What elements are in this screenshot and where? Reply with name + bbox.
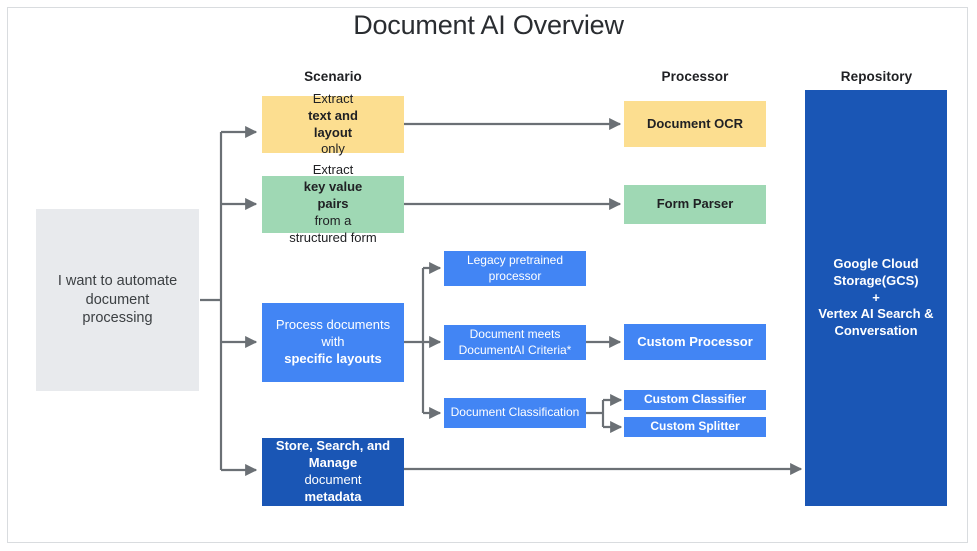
scenario-line-2: pairs from a: [314, 196, 352, 228]
node-line-2: DocumentAI Criteria*: [458, 342, 572, 357]
repository-line-1: Google Cloud: [833, 255, 919, 271]
scenario-line-1: Store, Search, and: [275, 438, 391, 454]
processor-document-ocr[interactable]: Document OCR: [624, 101, 766, 147]
scenario-line-1: Extract text and: [308, 90, 358, 123]
scenario-line-1: Process documents: [275, 317, 391, 333]
repository-line-2: Storage(GCS): [833, 272, 919, 288]
page-title: Document AI Overview: [353, 10, 624, 40]
node-line-1: Document Classification: [450, 405, 580, 420]
column-header-processor: Processor: [661, 69, 729, 84]
processor-form-parser[interactable]: Form Parser: [624, 185, 766, 224]
processor-custom-splitter[interactable]: Custom Splitter: [624, 417, 766, 437]
scenario-process-specific-layouts[interactable]: Process documents with specific layouts: [262, 303, 404, 382]
scenario-line-3: structured form: [289, 229, 377, 245]
processor-label: Custom Classifier: [643, 392, 747, 407]
scenario-store-search-manage[interactable]: Store, Search, and Manage document metad…: [262, 438, 404, 506]
column-header-repository: Repository: [840, 69, 913, 84]
repository-node[interactable]: Google Cloud Storage(GCS) + Vertex AI Se…: [805, 90, 947, 506]
processor-label: Custom Splitter: [650, 419, 740, 434]
node-line-1: Document meets: [469, 326, 561, 341]
scenario-extract-text-layout[interactable]: Extract text and layout only: [262, 91, 404, 156]
entry-line-1: I want to automate: [57, 272, 178, 289]
scenario-line-3: metadata: [304, 488, 362, 504]
scenario-line-2: with specific layouts: [284, 334, 382, 366]
entry-node-automate-document-processing[interactable]: I want to automate document processing: [36, 209, 199, 391]
node-document-classification[interactable]: Document Classification: [444, 398, 586, 428]
scenario-extract-key-value-pairs[interactable]: Extract key value pairs from a structure…: [262, 162, 404, 245]
repository-line-4: Vertex AI Search &: [818, 306, 934, 322]
processor-custom-classifier[interactable]: Custom Classifier: [624, 390, 766, 410]
entry-line-2: document: [85, 291, 150, 308]
node-legacy-pretrained-processor[interactable]: Legacy pretrained processor: [444, 251, 586, 286]
processor-label: Document OCR: [646, 115, 744, 131]
processor-label: Custom Processor: [637, 333, 753, 349]
repository-line-3: +: [872, 289, 880, 305]
processor-label: Form Parser: [656, 196, 734, 212]
node-line-1: Legacy pretrained: [466, 252, 564, 267]
processor-custom-processor[interactable]: Custom Processor: [624, 324, 766, 360]
column-header-scenario: Scenario: [304, 69, 362, 84]
entry-line-3: processing: [82, 310, 153, 327]
node-line-2: processor: [488, 268, 542, 283]
node-document-meets-criteria[interactable]: Document meets DocumentAI Criteria*: [444, 325, 586, 360]
scenario-line-2: Manage document: [304, 455, 362, 487]
repository-line-5: Conversation: [834, 323, 918, 339]
scenario-line-1: Extract key value: [303, 162, 363, 195]
scenario-line-2: layout only: [313, 124, 353, 157]
